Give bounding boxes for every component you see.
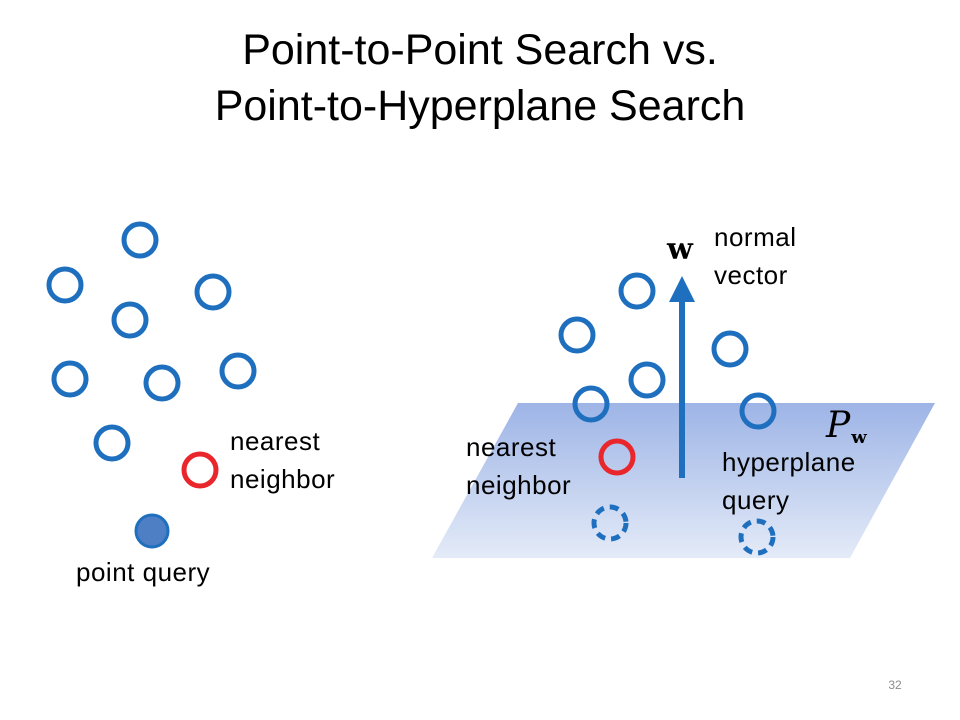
title-line-2: Point-to-Hyperplane Search (214, 82, 746, 130)
normal-vector-label: normal vector (714, 218, 796, 294)
point-query-marker (134, 513, 170, 549)
title-line-1: Point-to-Point Search vs. (242, 26, 718, 74)
data-point (121, 221, 159, 259)
label-line: hyperplane (722, 447, 856, 477)
label-line: nearest (230, 426, 321, 456)
data-point (111, 301, 149, 339)
right-data-points (558, 272, 777, 430)
data-point (46, 266, 84, 304)
plane-symbol: Pw (826, 405, 867, 448)
projected-point-dashed (591, 504, 629, 542)
projected-points (591, 504, 776, 556)
label-line: normal (714, 222, 797, 252)
data-point (51, 360, 89, 398)
data-point (628, 361, 666, 399)
label-line: query (722, 485, 790, 515)
data-point (739, 392, 777, 430)
data-point (711, 330, 749, 368)
data-point (194, 273, 232, 311)
data-point (143, 364, 181, 402)
data-point (618, 272, 656, 310)
right-nearest-neighbor-point (598, 438, 636, 476)
slide-number: 32 (888, 678, 902, 692)
left-nearest-neighbor-point (181, 451, 219, 489)
projected-point-dashed (738, 518, 776, 556)
data-point (219, 352, 257, 390)
label-line: neighbor (466, 470, 572, 500)
plane-symbol-subscript: w (851, 427, 867, 448)
data-point (572, 385, 610, 423)
right-nearest-neighbor-label: nearest neighbor (466, 428, 571, 504)
plane-symbol-letter: P (826, 405, 851, 446)
hyperplane-query-label: hyperplane query (722, 443, 856, 519)
hyperplane (432, 403, 935, 558)
data-point (93, 424, 131, 462)
normal-vector-arrowhead (669, 276, 695, 302)
label-line: vector (714, 260, 788, 290)
point-query-label: point query (76, 557, 211, 587)
label-line: neighbor (230, 464, 336, 494)
vector-w-symbol: w (667, 232, 693, 267)
label-line: nearest (466, 432, 557, 462)
left-data-points (46, 221, 257, 462)
slide-title: Point-to-Point Search vs. Point-to-Hyper… (0, 22, 960, 134)
data-point (558, 316, 596, 354)
left-nearest-neighbor-label: nearest neighbor (230, 422, 335, 498)
